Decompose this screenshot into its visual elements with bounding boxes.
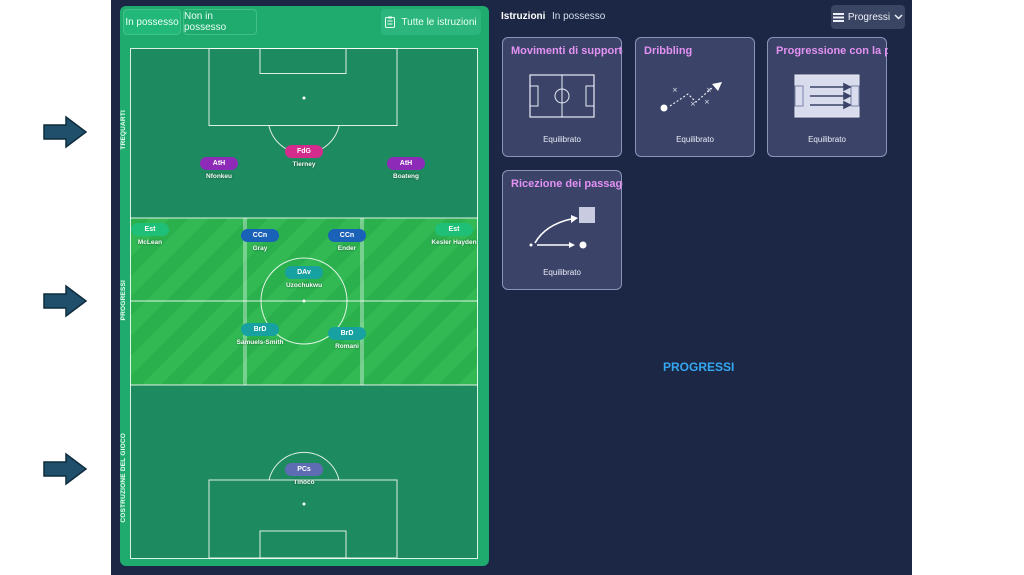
player-marker[interactable]: Est Kesler Hayden (414, 218, 494, 246)
tab-in-possession[interactable]: In possesso (123, 9, 181, 35)
instruction-card-pass-reception[interactable]: Ricezione dei passaggi Equilibrato (502, 170, 623, 290)
player-marker[interactable]: AtH Boateng (366, 152, 446, 180)
phase-center-label: PROGRESSI (663, 360, 735, 374)
card-title: Ricezione dei passaggi (511, 178, 623, 190)
player-marker[interactable]: CCn Ender (307, 224, 387, 252)
list-icon (832, 12, 844, 22)
player-name: Nfonkeu (206, 173, 232, 180)
player-marker[interactable]: DAv Uzochukwu (264, 261, 344, 289)
dribbling-icon: × × × × (660, 82, 722, 112)
card-title: Dribbling (644, 45, 693, 57)
player-name: Tinoco (293, 479, 315, 486)
player-name: Ender (337, 245, 357, 252)
instruction-card-support-movement[interactable]: Movimenti di supporto Equilibrato (502, 37, 623, 157)
player-marker[interactable]: BrD Romanì (307, 322, 387, 350)
card-value: Equilibrato (808, 135, 846, 144)
player-name: Tierney (292, 161, 316, 168)
role-badge: CCn (328, 229, 366, 242)
chevron-down-icon (894, 14, 903, 20)
tab-out-possession[interactable]: Non in possesso (183, 9, 257, 35)
instruction-card-ball-progression[interactable]: Progressione con la pa Equilibrato (767, 37, 888, 157)
right-arrow-icon (43, 284, 88, 318)
player-name: Romanì (335, 343, 359, 350)
svg-text:×: × (704, 98, 710, 106)
role-badge: BrD (328, 327, 366, 340)
instruction-card-dribbling[interactable]: Dribbling × × × × Equilibrato (635, 37, 755, 157)
possession-tabs: In possesso Non in possesso Tutte le ist… (120, 6, 489, 36)
role-badge: DAv (285, 266, 323, 279)
pitch-diagram-icon (529, 74, 595, 118)
role-badge: BrD (241, 323, 279, 336)
player-marker[interactable]: FdG Tierney (264, 140, 344, 168)
all-instructions-label: Tutte le istruzioni (401, 16, 477, 28)
pass-reception-icon (529, 207, 595, 249)
role-badge: Est (435, 223, 473, 236)
pitch-lines (130, 48, 478, 559)
phase-dropdown[interactable]: Progressi (831, 5, 905, 29)
instructions-title: Istruzioni (501, 11, 546, 22)
player-name: Uzochukwu (285, 282, 323, 289)
player-name: Gray (252, 245, 268, 252)
card-title: Progressione con la pa (776, 45, 888, 57)
tactics-app: In possesso Non in possesso Tutte le ist… (111, 0, 912, 575)
right-arrow-icon (43, 115, 88, 149)
card-value: Equilibrato (543, 135, 581, 144)
svg-text:×: × (690, 100, 696, 108)
role-badge: PCs (285, 463, 323, 476)
card-value: Equilibrato (676, 135, 714, 144)
player-marker[interactable]: BrD Samuels-Smith (220, 318, 300, 346)
player-name: McLean (137, 239, 163, 246)
role-badge: FdG (285, 145, 323, 158)
zone-label-middle: PROGRESSI (120, 280, 127, 321)
card-value: Equilibrato (543, 268, 581, 277)
player-name: Boateng (393, 173, 419, 180)
role-badge: CCn (241, 229, 279, 242)
player-name: Samuels-Smith (236, 339, 284, 346)
instructions-subtitle: In possesso (552, 11, 606, 22)
card-title: Movimenti di supporto (511, 45, 623, 57)
phase-dropdown-label: Progressi (847, 11, 891, 23)
player-marker[interactable]: AtH Nfonkeu (179, 152, 259, 180)
player-marker[interactable]: Est McLean (110, 218, 190, 246)
right-arrow-icon (43, 452, 88, 486)
player-name: Kesler Hayden (431, 239, 477, 246)
player-marker[interactable]: PCs Tinoco (264, 458, 344, 486)
zone-label-bottom: COSTRUZIONE DEL GIOCO (120, 433, 127, 523)
all-instructions-button[interactable]: Tutte le istruzioni (381, 9, 481, 35)
ball-progression-icon (794, 74, 860, 118)
player-marker[interactable]: CCn Gray (220, 224, 300, 252)
role-badge: AtH (387, 157, 425, 170)
role-badge: AtH (200, 157, 238, 170)
svg-text:×: × (706, 86, 712, 94)
role-badge: Est (131, 223, 169, 236)
svg-text:×: × (672, 86, 678, 94)
clipboard-icon (385, 16, 396, 28)
pitch: TREQUARTI PROGRESSI COSTRUZIONE DEL GIOC… (120, 48, 478, 559)
pitch-panel: In possesso Non in possesso Tutte le ist… (120, 6, 489, 566)
zone-label-top: TREQUARTI (120, 110, 127, 150)
